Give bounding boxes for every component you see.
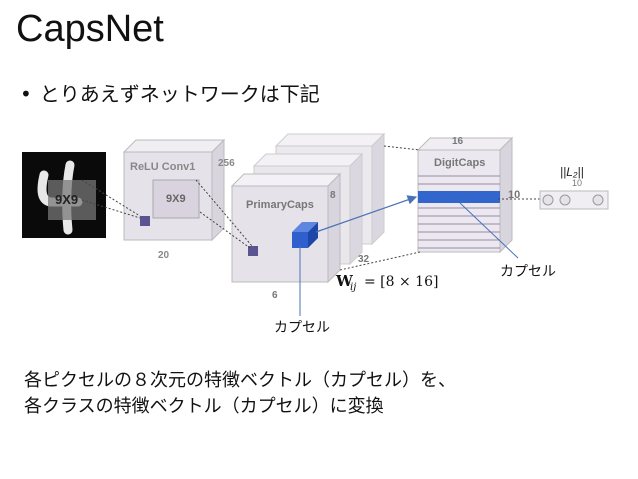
- conv1-block: ReLU Conv1 9X9 256 20: [81, 138, 235, 261]
- digitcaps-count-label: 10: [508, 189, 520, 201]
- callout-line-right: [459, 202, 519, 259]
- description-text: 各ピクセルの８次元の特徴ベクトル（カプセル）を、 各クラスの特徴ベクトル（カプセ…: [24, 368, 456, 420]
- weight-dimensions: = [8 × 16]: [364, 274, 438, 290]
- primarycaps-count-label: 32: [358, 254, 370, 265]
- output-norm-label: ||L₂||: [560, 165, 584, 179]
- input-image: 9X9: [22, 152, 106, 238]
- digit-capsule-row: [418, 191, 500, 203]
- bullet-dot: •: [20, 82, 32, 106]
- weight-matrix-label: W ij = [8 × 16]: [335, 272, 438, 293]
- input-kernel-label: 9X9: [55, 192, 78, 207]
- primarycaps-size-label: 6: [272, 290, 278, 301]
- conv1-size-label: 20: [158, 250, 170, 261]
- capsule-label-right: カプセル: [500, 264, 556, 280]
- digitcaps-label: DigitCaps: [434, 157, 485, 169]
- weight-subscript: ij: [350, 282, 356, 293]
- output-vector: 10 ||L₂||: [539, 165, 609, 210]
- primarycaps-block: PrimaryCaps 8 32 6: [195, 132, 386, 301]
- slide-title: CapsNet: [16, 8, 164, 50]
- capsule-transform-arrow: [315, 195, 418, 233]
- description-line-1: 各ピクセルの８次元の特徴ベクトル（カプセル）を、: [24, 370, 456, 391]
- digitcaps-top-label: 16: [452, 136, 464, 147]
- capsule-label-bottom: カプセル: [274, 320, 330, 336]
- bullet-text: とりあえずネットワークは下記: [39, 82, 320, 106]
- conv1-kernel-cell: [140, 216, 150, 226]
- conv1-label: ReLU Conv1: [130, 161, 195, 173]
- output-count-label: 10: [572, 178, 582, 188]
- primarycaps-kernel-cell: [248, 246, 258, 256]
- primary-capsule-cube: [292, 222, 318, 248]
- primarycaps-depth-label: 8: [330, 190, 336, 201]
- primarycaps-label: PrimaryCaps: [246, 199, 314, 211]
- conv1-depth-label: 256: [218, 158, 235, 169]
- digitcaps-block: DigitCaps 16 10: [339, 136, 545, 271]
- weight-symbol: W: [335, 272, 354, 290]
- description-line-2: 各クラスの特徴ベクトル（カプセル）に変換: [24, 396, 384, 417]
- bullet-item: • とりあえずネットワークは下記: [20, 78, 320, 107]
- conv1-kernel-label: 9X9: [166, 193, 186, 205]
